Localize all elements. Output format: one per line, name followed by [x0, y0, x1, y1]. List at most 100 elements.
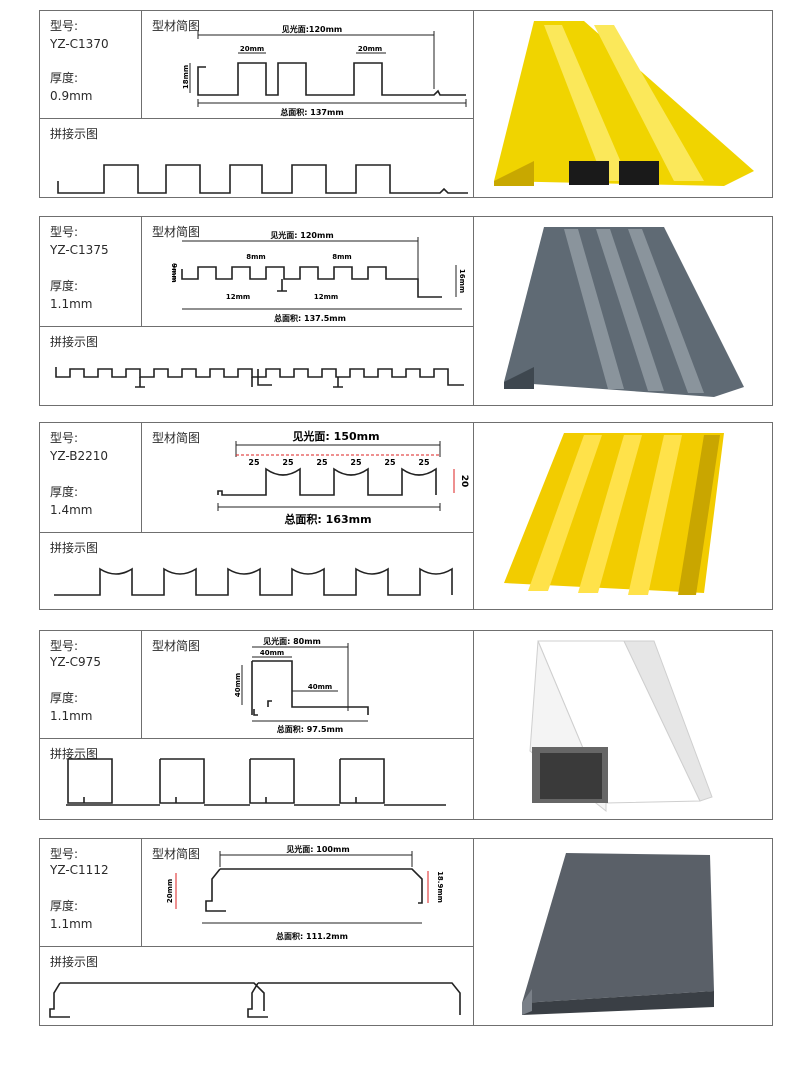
width-label-2: 40mm — [308, 683, 332, 691]
splice-drawing — [57, 164, 468, 194]
segment-label-5: 25 — [384, 458, 396, 467]
profile-drawing-cell: 型材简图 见光面: 100mm 总面积: 111.2mm 20mm 18.9mm — [142, 839, 474, 947]
segment-label-3: 25 — [316, 458, 328, 467]
visible-width-label: 见光面:120mm — [282, 24, 343, 34]
splice-title: 拼接示图 — [50, 747, 99, 761]
profile-title: 型材简图 — [152, 19, 201, 33]
total-width-label: 总面积: 163mm — [284, 512, 371, 526]
height-label-2: 16mm — [458, 269, 466, 293]
product-photo — [474, 11, 772, 197]
product-card-1: 型号: YZ-C1370 厚度: 0.9mm 型材简图 见光面:120mm 20… — [39, 10, 773, 198]
splice-title: 拼接示图 — [50, 955, 99, 969]
model-code: YZ-C975 — [50, 655, 101, 669]
thickness-value: 0.9mm — [50, 89, 93, 103]
segment-label-6: 25 — [418, 458, 430, 467]
info-cell: 型号: YZ-C1370 厚度: 0.9mm — [40, 11, 142, 119]
splice-cell: 拼接示图 — [40, 739, 474, 819]
profile-photo-image — [494, 21, 754, 186]
height-label-2: 18.9mm — [436, 871, 444, 903]
info-cell: 型号: YZ-C1112 厚度: 1.1mm — [40, 839, 142, 947]
profile-drawing: 见光面: 120mm 8mm 8mm 12mm 12mm 总面积: 137.5m… — [170, 230, 466, 323]
profile-title: 型材简图 — [152, 431, 201, 445]
thickness-label: 厚度: — [50, 279, 79, 293]
segment-label-1: 25 — [248, 458, 260, 467]
profile-photo-image — [504, 433, 724, 595]
thickness-value: 1.1mm — [50, 709, 93, 723]
splice-cell: 拼接示图 — [40, 533, 474, 609]
splice-title: 拼接示图 — [50, 335, 99, 349]
thickness-label: 厚度: — [50, 691, 79, 705]
profile-photo-image — [529, 640, 713, 813]
info-cell: 型号: YZ-C1375 厚度: 1.1mm — [40, 217, 142, 327]
model-label: 型号: — [50, 431, 79, 445]
thickness-label: 厚度: — [50, 485, 79, 499]
model-code: YZ-B2210 — [50, 449, 109, 463]
product-card-4: 型号: YZ-C975 厚度: 1.1mm 型材简图 见光面: 80mm 40m… — [39, 630, 773, 820]
model-label: 型号: — [50, 19, 79, 33]
splice-cell: 拼接示图 — [40, 119, 474, 197]
profile-photo-image — [504, 227, 744, 397]
visible-width-label: 见光面: 80mm — [263, 636, 321, 646]
profile-drawing: 见光面: 150mm 25 25 25 25 25 25 总面积: 163mm … — [217, 429, 469, 526]
profile-photo-image — [522, 853, 714, 1015]
splice-drawing — [54, 567, 453, 596]
height-label-1: 20mm — [166, 879, 174, 903]
info-cell: 型号: YZ-C975 厚度: 1.1mm — [40, 631, 142, 739]
splice-drawing — [49, 982, 461, 1018]
model-label: 型号: — [50, 847, 79, 861]
product-photo — [474, 631, 772, 819]
profile-drawing-cell: 型材简图 见光面: 150mm 25 25 25 25 25 25 总面积: 1… — [142, 423, 474, 533]
height-label: 18mm — [182, 65, 190, 89]
total-width-label: 总面积: 111.2mm — [276, 931, 348, 941]
profile-title: 型材简图 — [152, 225, 201, 239]
profile-drawing-cell: 型材简图 见光面: 80mm 40mm 40mm 总面积: 97.5mm 40m… — [142, 631, 474, 739]
product-photo — [474, 217, 772, 405]
splice-cell: 拼接示图 — [40, 327, 474, 405]
visible-width-label: 见光面: 150mm — [292, 429, 379, 443]
height-label-1: 9mm — [170, 263, 178, 282]
product-photo — [474, 839, 772, 1025]
splice-cell: 拼接示图 — [40, 947, 474, 1025]
thickness-label: 厚度: — [50, 899, 79, 913]
splice-drawing — [55, 367, 464, 388]
model-code: YZ-C1370 — [50, 37, 109, 51]
height-label: 20 — [459, 475, 469, 488]
model-code: YZ-C1375 — [50, 243, 109, 257]
total-width-label: 总面积: 137mm — [280, 107, 343, 117]
splice-title: 拼接示图 — [50, 127, 99, 141]
width-label-1: 8mm — [246, 253, 265, 261]
thickness-value: 1.4mm — [50, 503, 93, 517]
profile-drawing: 见光面:120mm 20mm 20mm 总面积: 137mm 18mm — [182, 24, 467, 117]
profile-title: 型材简图 — [152, 639, 201, 653]
height-label: 40mm — [234, 673, 242, 697]
total-width-label: 总面积: 137.5mm — [274, 313, 346, 323]
width-label-2: 20mm — [358, 45, 382, 53]
visible-width-label: 见光面: 120mm — [270, 230, 333, 240]
profile-drawing: 见光面: 80mm 40mm 40mm 总面积: 97.5mm 40mm — [234, 636, 369, 734]
product-card-5: 型号: YZ-C1112 厚度: 1.1mm 型材简图 见光面: 100mm 总… — [39, 838, 773, 1026]
thickness-label: 厚度: — [50, 71, 79, 85]
total-width-label: 总面积: 97.5mm — [277, 724, 343, 734]
model-label: 型号: — [50, 639, 79, 653]
model-label: 型号: — [50, 225, 79, 239]
width-label-2: 8mm — [332, 253, 351, 261]
splice-title: 拼接示图 — [50, 541, 99, 555]
visible-width-label: 见光面: 100mm — [286, 844, 349, 854]
width-label-1: 40mm — [260, 649, 284, 657]
thickness-value: 1.1mm — [50, 297, 93, 311]
width-label-1: 20mm — [240, 45, 264, 53]
profile-title: 型材简图 — [152, 847, 201, 861]
splice-drawing — [66, 758, 446, 806]
bottom-width-label-2: 12mm — [314, 293, 338, 301]
profile-drawing-cell: 型材简图 见光面: 120mm 8mm 8mm 12mm 12mm 总面积: 1… — [142, 217, 474, 327]
product-photo — [474, 423, 772, 609]
profile-drawing: 见光面: 100mm 总面积: 111.2mm 20mm 18.9mm — [166, 844, 444, 941]
segment-label-2: 25 — [282, 458, 294, 467]
profile-drawing-cell: 型材简图 见光面:120mm 20mm 20mm 总面积: 137mm 18mm — [142, 11, 474, 119]
model-code: YZ-C1112 — [50, 863, 109, 877]
segment-label-4: 25 — [350, 458, 362, 467]
product-card-2: 型号: YZ-C1375 厚度: 1.1mm 型材简图 见光面: 120mm 8… — [39, 216, 773, 406]
product-card-3: 型号: YZ-B2210 厚度: 1.4mm 型材简图 见光面: 150mm 2… — [39, 422, 773, 610]
bottom-width-label-1: 12mm — [226, 293, 250, 301]
info-cell: 型号: YZ-B2210 厚度: 1.4mm — [40, 423, 142, 533]
